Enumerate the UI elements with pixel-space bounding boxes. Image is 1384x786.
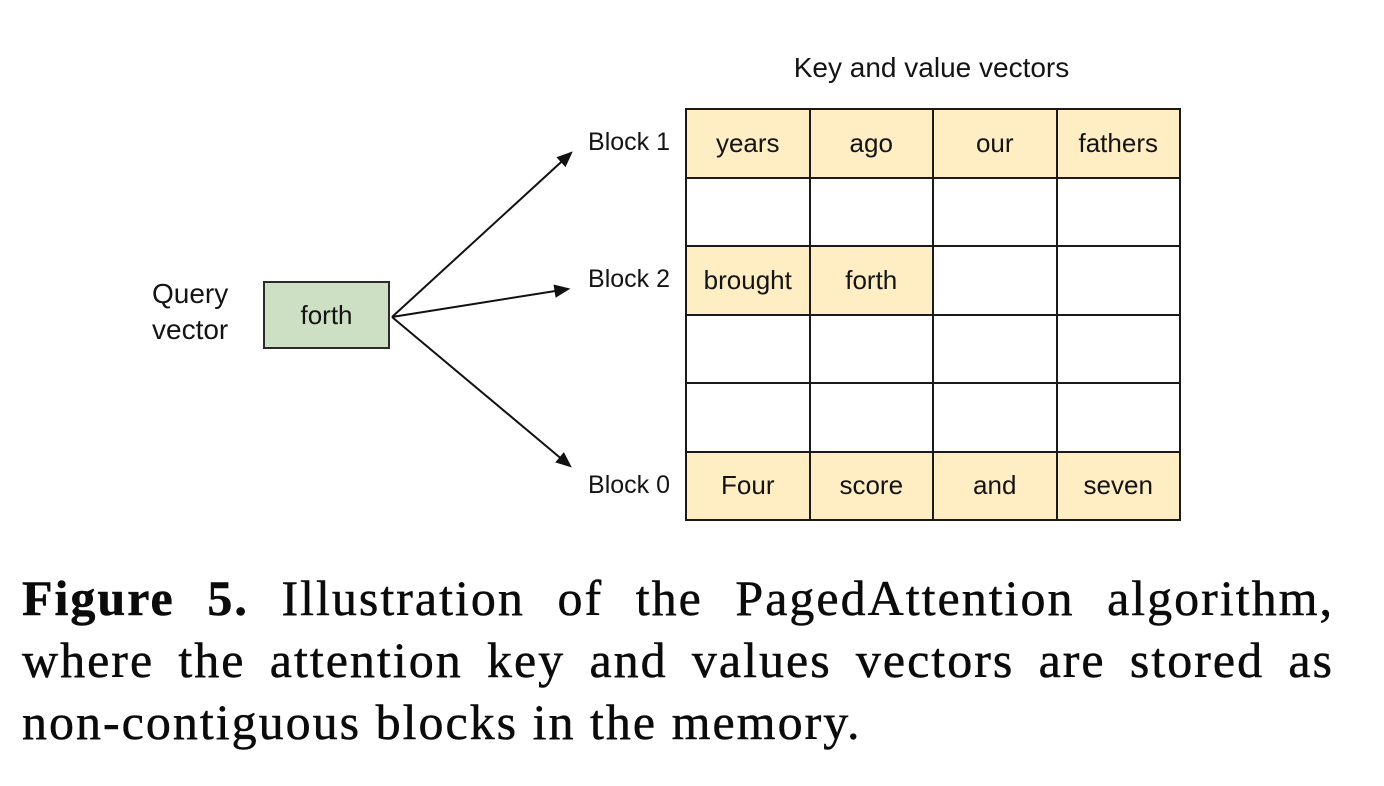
table-cell	[685, 313, 811, 384]
table-cell: our	[932, 108, 1058, 179]
table-cell: score	[808, 450, 934, 521]
table-cell	[932, 382, 1058, 453]
table-row: brought forth	[685, 245, 1181, 316]
key-value-table: years ago our fathers brought forth	[685, 108, 1181, 521]
figure-title: Key and value vectors	[793, 52, 1070, 83]
table-cell: years	[685, 108, 811, 179]
table-cell: forth	[808, 245, 934, 316]
table-cell	[932, 245, 1058, 316]
table-cell	[685, 176, 811, 247]
table-cell	[808, 313, 934, 384]
query-vector-label-line2: vector	[152, 314, 229, 345]
table-cell: ago	[808, 108, 934, 179]
query-box-text: forth	[300, 299, 353, 330]
table-cell	[1055, 176, 1181, 247]
query-vector-box: forth	[263, 281, 390, 349]
caption-line-1-text: Illustration of the PagedAttention algor…	[281, 570, 1334, 627]
arrow-to-block-2	[391, 284, 571, 318]
table-row	[685, 176, 1181, 247]
table-cell	[932, 313, 1058, 384]
arrow-to-block-1	[391, 151, 573, 318]
table-row	[685, 382, 1181, 453]
arrow-to-block-0	[391, 316, 572, 468]
caption-figure-label: Figure 5.	[22, 570, 249, 627]
block-1-label: Block 1	[588, 128, 670, 156]
table-cell	[1055, 313, 1181, 384]
figure-caption: Figure 5. Illustration of the PagedAtten…	[22, 567, 1334, 753]
table-cell: brought	[685, 245, 811, 316]
table-cell: seven	[1055, 450, 1181, 521]
query-vector-label: Query vector	[152, 276, 228, 348]
table-cell: Four	[685, 450, 811, 521]
caption-line-3: non-contiguous blocks in the memory.	[22, 694, 862, 751]
caption-line-2: where the attention key and values vecto…	[22, 632, 1334, 689]
table-cell	[1055, 245, 1181, 316]
table-row	[685, 313, 1181, 384]
table-row: years ago our fathers	[685, 108, 1181, 179]
table-cell	[932, 176, 1058, 247]
table-cell	[808, 176, 934, 247]
table-cell	[808, 382, 934, 453]
table-cell: and	[932, 450, 1058, 521]
table-row: Four score and seven	[685, 450, 1181, 521]
table-cell: fathers	[1055, 108, 1181, 179]
query-vector-label-line1: Query	[152, 278, 229, 309]
caption-line-1: Figure 5. Illustration of the PagedAtten…	[22, 567, 1334, 629]
block-2-label: Block 2	[588, 265, 670, 293]
table-cell	[685, 382, 811, 453]
table-cell	[1055, 382, 1181, 453]
block-0-label: Block 0	[588, 471, 670, 499]
